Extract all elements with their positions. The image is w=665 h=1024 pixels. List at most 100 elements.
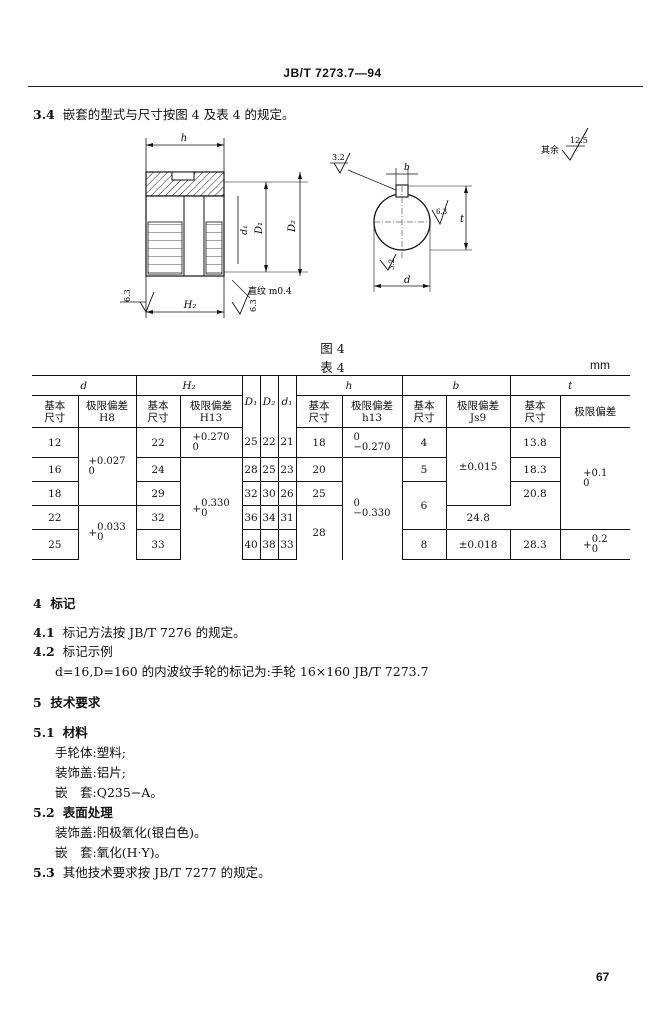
- dim-label-h: h: [181, 133, 187, 144]
- section-5-3: 5.3 其他技术要求按 JB/T 7277 的规定。: [33, 865, 271, 880]
- cell-D1: 25: [241, 427, 260, 458]
- cell-D2: 30: [259, 481, 278, 506]
- cell-t: 20.8: [509, 481, 560, 506]
- cell-D2: 22: [259, 427, 278, 458]
- col-group-H2: H₂: [135, 375, 242, 396]
- header-t-basic: 基本尺寸: [509, 395, 560, 428]
- cell-h: 28: [295, 505, 342, 560]
- knurl-note: 直纹 m0.4: [248, 285, 292, 297]
- dim-label-t: t: [460, 214, 465, 225]
- cell-H2: 33: [135, 529, 180, 560]
- cell-D1: 32: [241, 481, 260, 506]
- table-row: 18 29 32 30 26 25 6 20.8: [32, 481, 630, 530]
- marking-example: d=16,D=160 的内波纹手轮的标记为:手轮 16×160 JB/T 727…: [55, 664, 429, 679]
- section-number: 3.4: [33, 107, 55, 122]
- cell-H2: 22: [135, 427, 180, 458]
- col-group-t: t: [509, 375, 630, 396]
- header-h-basic: 基本尺寸: [295, 395, 342, 428]
- header-b-basic: 基本尺寸: [401, 395, 446, 428]
- cell-b: 6: [401, 481, 446, 530]
- cell-D1: 36: [241, 505, 260, 530]
- table-caption: 表 4: [320, 360, 345, 375]
- material-cover: 装饰盖:铝片;: [55, 765, 126, 780]
- dim-label-D1: D₁: [254, 222, 265, 235]
- end-view: b t d 3.2 6.3 3.2: [330, 152, 472, 292]
- figure-caption: 图 4: [320, 341, 345, 356]
- treatment-cover: 装饰盖:阳极氧化(银白色)。: [55, 825, 207, 840]
- section-5-1: 5.1 材料: [33, 725, 88, 740]
- section-view: h H₂ d₁ D₁ D₂ 6.3 6.3 直纹 m0.4: [120, 133, 308, 318]
- section-4-2: 4.2 标记示例: [33, 644, 113, 659]
- section-4-1: 4.1 标记方法按 JB/T 7276 的规定。: [33, 625, 246, 640]
- roughness-keyway-value: 6.3: [436, 208, 447, 216]
- header-d-basic: 基本尺寸: [32, 395, 78, 428]
- page-header: JB/T 7273.7—94: [283, 66, 382, 80]
- roughness-rest-value: 12.5: [570, 136, 588, 145]
- cell-H2: 29: [135, 481, 180, 506]
- cell-d1: 31: [277, 505, 296, 530]
- cell-h-tol-a: 0−0.270: [341, 427, 402, 458]
- cell-h: 25: [295, 481, 342, 506]
- material-handwheel: 手轮体:塑料;: [55, 745, 126, 760]
- col-D1: D₁: [241, 375, 260, 428]
- cell-b: 5: [401, 457, 446, 482]
- roughness-right-value: 6.3: [249, 299, 258, 312]
- cell-t: 24.8: [445, 505, 510, 530]
- cell-t: 13.8: [509, 427, 560, 458]
- cell-d: 16: [32, 457, 78, 482]
- section-5-heading: 5 技术要求: [33, 695, 101, 710]
- cell-b: 8: [401, 529, 446, 560]
- page-number: 67: [596, 970, 610, 984]
- table-unit: mm: [590, 358, 610, 372]
- col-D2: D₂: [259, 375, 278, 428]
- cell-D1: 40: [241, 529, 260, 560]
- col-d1: d₁: [277, 375, 296, 428]
- cell-b-tol-a: ±0.015: [445, 427, 510, 506]
- cell-D2: 38: [259, 529, 278, 560]
- cell-d: 18: [32, 481, 78, 506]
- material-insert: 嵌 套:Q235−A。: [55, 785, 163, 800]
- cell-b: 4: [401, 427, 446, 458]
- knurled-zone-left: [147, 221, 183, 275]
- cell-d1: 21: [277, 427, 296, 458]
- roughness-key-value: 3.2: [332, 153, 345, 162]
- section-5-2: 5.2 表面处理: [33, 805, 113, 820]
- col-group-d: d: [32, 375, 136, 396]
- cell-t: 18.3: [509, 457, 560, 482]
- dim-label-b: b: [404, 163, 410, 173]
- cell-D2: 34: [259, 505, 278, 530]
- dim-label-d: d: [404, 275, 410, 286]
- cell-b-tol-b: ±0.018: [445, 529, 510, 560]
- figure-4-drawing: h H₂ d₁ D₁ D₂ 6.3 6.3 直纹 m0.4: [120, 127, 589, 318]
- roughness-rest-mark: 其余 12.5: [541, 127, 589, 161]
- header-rule: [28, 86, 643, 87]
- header-t-dev: 极限偏差: [559, 395, 630, 428]
- cell-h-tol-b: 0−0.330: [341, 457, 402, 560]
- cell-t: 28.3: [509, 529, 560, 560]
- cell-d1: 26: [277, 481, 296, 506]
- treatment-insert: 嵌 套:氧化(H·Y)。: [55, 845, 168, 860]
- cell-H2: 24: [135, 457, 180, 482]
- cell-H2: 32: [135, 505, 180, 530]
- col-group-h: h: [295, 375, 402, 396]
- dim-label-d1: d₁: [240, 225, 250, 234]
- cell-d: 25: [32, 529, 78, 560]
- knurled-zone-right: [205, 221, 223, 275]
- dim-label-H2: H₂: [183, 300, 197, 311]
- roughness-rest-label: 其余: [541, 144, 559, 156]
- section-text: 嵌套的型式与尺寸按图 4 及表 4 的规定。: [62, 107, 295, 122]
- roughness-left-value: 6.3: [123, 289, 132, 302]
